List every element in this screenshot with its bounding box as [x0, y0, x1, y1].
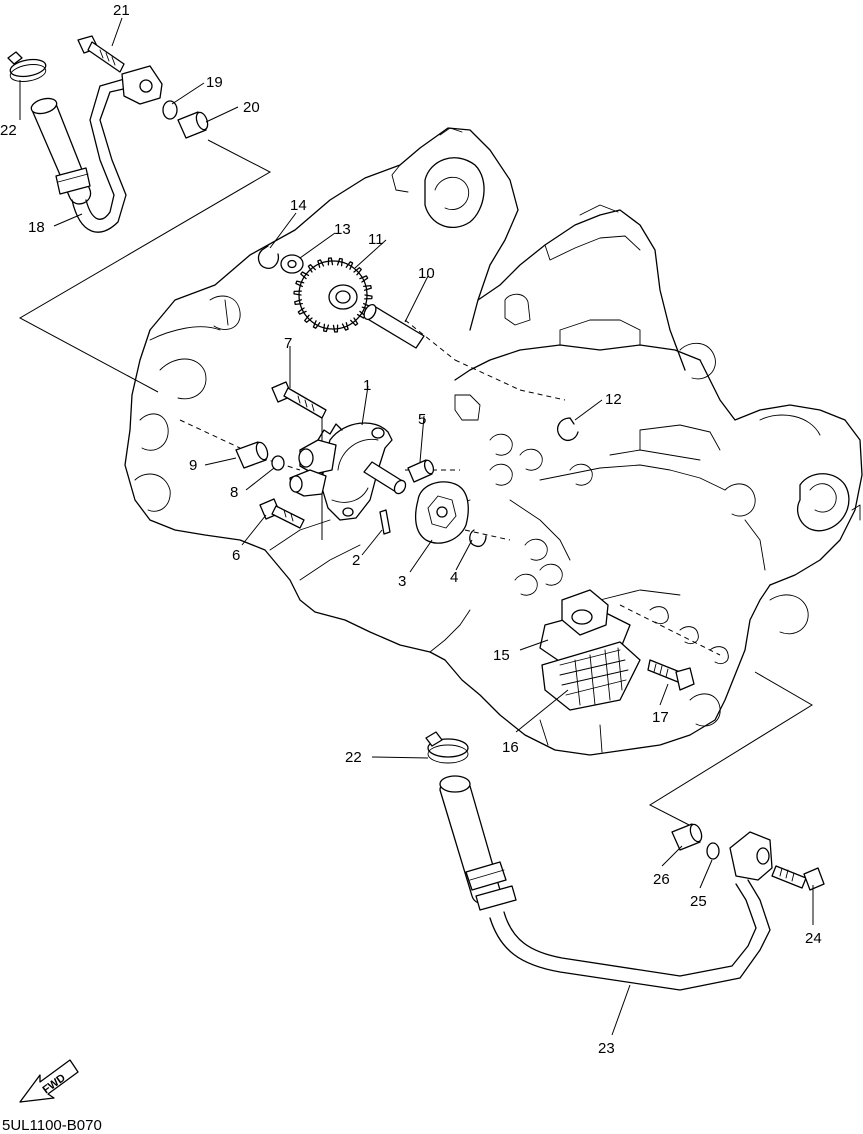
clamp-22-lower	[425, 731, 469, 764]
gear-tooth	[327, 257, 334, 266]
clamp-22-upper	[7, 51, 47, 82]
label-18: 18	[28, 219, 45, 236]
label-2: 2	[352, 552, 360, 569]
pump-drive-gear-11	[293, 257, 373, 333]
label-25: 25	[690, 893, 707, 910]
label-19: 19	[206, 74, 223, 91]
o-ring-8	[271, 455, 285, 471]
engine-crankcase-outline	[124, 127, 863, 756]
gear-tooth	[341, 322, 349, 331]
label-22-lower: 22	[345, 749, 362, 766]
gear-tooth	[304, 314, 313, 323]
o-ring-19	[162, 100, 178, 120]
gear-tooth	[295, 280, 305, 288]
circlip-12	[556, 417, 579, 442]
pump-rotor-3	[414, 481, 469, 544]
gear-tooth	[293, 290, 302, 296]
gear-tooth	[359, 275, 369, 283]
bolt-7	[271, 381, 327, 419]
gear-tooth	[323, 323, 330, 333]
gear-tooth	[363, 284, 372, 291]
pump-shaft-10	[363, 303, 425, 349]
bolt-17	[647, 659, 695, 691]
gear-tooth	[353, 267, 362, 276]
label-14: 14	[290, 197, 307, 214]
leader-lines	[19, 17, 814, 1036]
label-23: 23	[598, 1040, 615, 1057]
pin-2	[379, 509, 391, 535]
label-7: 7	[284, 335, 292, 352]
bolt-6	[259, 498, 305, 529]
label-4: 4	[450, 569, 458, 586]
dowel-20	[177, 111, 209, 139]
circlip-4	[469, 529, 487, 548]
dowel-5	[407, 459, 435, 483]
label-10: 10	[418, 265, 435, 282]
bolt-24	[771, 865, 825, 891]
label-8: 8	[230, 484, 238, 501]
gear-tooth	[350, 317, 359, 326]
label-13: 13	[334, 221, 351, 238]
label-16: 16	[502, 739, 519, 756]
gear-tooth	[345, 261, 354, 270]
label-24: 24	[805, 930, 822, 947]
gear-tooth	[297, 307, 307, 315]
label-12: 12	[605, 391, 622, 408]
label-20: 20	[243, 99, 260, 116]
part-labels: 21 22 19 20 18 14 13 11 10 12 7 1 5 9 8 …	[0, 2, 822, 1057]
label-5: 5	[418, 411, 426, 428]
gear-tooth	[300, 271, 310, 280]
forward-arrow-icon: FWD	[19, 1059, 79, 1103]
gear-tooth	[312, 320, 321, 329]
label-9: 9	[189, 457, 197, 474]
label-6: 6	[232, 547, 240, 564]
label-22-upper: 22	[0, 122, 17, 139]
label-3: 3	[398, 573, 406, 590]
label-17: 17	[652, 709, 669, 726]
gear-tooth	[364, 294, 373, 300]
oil-pipe-18	[30, 65, 163, 233]
oil-strainer-15-16	[539, 589, 641, 711]
washer-13	[280, 254, 304, 274]
gear-tooth	[336, 257, 343, 267]
label-11: 11	[368, 231, 384, 248]
assembly-guide-lines	[18, 139, 813, 829]
drawing-code: 5UL1100-B070	[2, 1117, 102, 1134]
label-21: 21	[113, 2, 130, 19]
label-26: 26	[653, 871, 670, 888]
bolt-21	[77, 35, 125, 73]
gear-tooth	[307, 264, 316, 273]
dowel-9	[235, 441, 269, 469]
dowel-26	[671, 823, 703, 851]
gear-tooth	[332, 324, 339, 333]
gear-tooth	[317, 259, 325, 268]
label-15: 15	[493, 647, 510, 664]
oil-pump-body-1	[289, 422, 407, 521]
label-1: 1	[363, 377, 371, 394]
circlip-14	[257, 245, 280, 269]
o-ring-25	[706, 842, 720, 860]
gear-tooth	[294, 299, 303, 306]
oil-pipe-23	[439, 775, 773, 991]
